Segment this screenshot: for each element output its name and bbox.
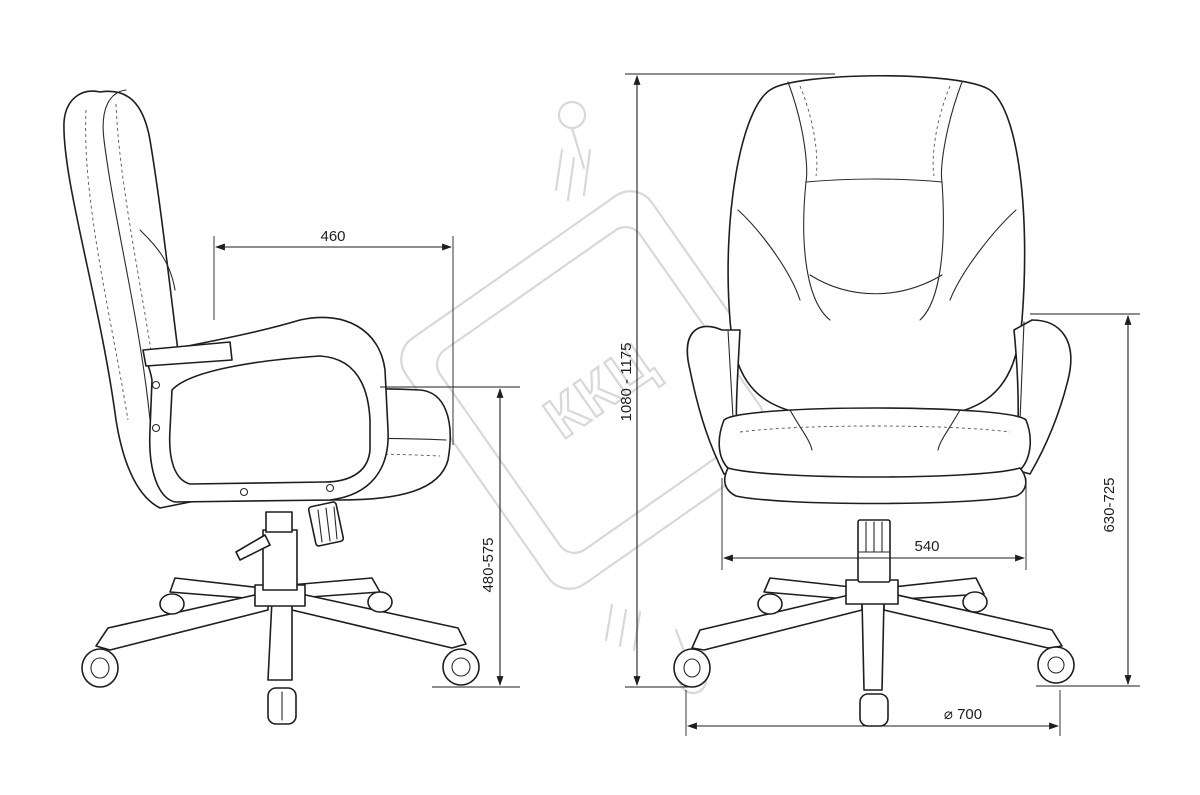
dimension-overall-height: 1080 - 1175 <box>618 343 635 422</box>
dimension-seat-width: 540 <box>914 538 939 555</box>
dimension-base-diameter: ⌀ 700 <box>944 706 982 723</box>
watermark-text: ККЦ <box>533 330 668 452</box>
chair-front-view: 1080 - 1175 630-725 540 ⌀ 700 <box>618 73 1140 736</box>
dimension-armrest-height: 630-725 <box>1101 477 1118 532</box>
dimension-seat-height: 480-575 <box>480 537 497 592</box>
chair-side-view: 460 480-575 <box>63 89 520 725</box>
dimension-seat-depth: 460 <box>320 228 345 245</box>
